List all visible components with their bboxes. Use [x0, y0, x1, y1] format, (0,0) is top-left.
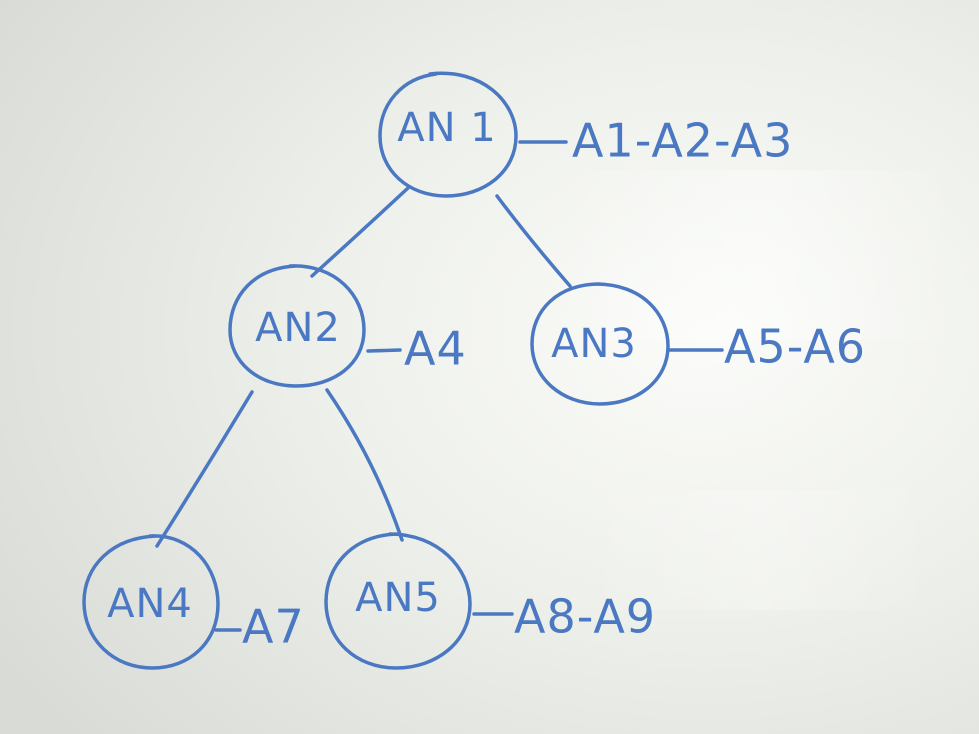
- node-an1: AN 1: [378, 71, 518, 198]
- node-an2-label: AN2: [255, 305, 341, 351]
- edge-an1-an3: [495, 194, 572, 288]
- node-an1-circle: [378, 71, 518, 198]
- chain-an1: A1-A2-A3: [572, 114, 793, 168]
- node-an3-label: AN3: [551, 321, 637, 367]
- node-an5: AN5: [324, 532, 472, 670]
- node-an5-circle: [324, 532, 472, 670]
- node-an3-circle: [530, 282, 670, 406]
- node-an4: AN4: [82, 534, 220, 670]
- window-reflection-lower: [580, 490, 940, 610]
- chain-an3: A5-A6: [724, 320, 866, 374]
- window-reflection: [560, 170, 960, 340]
- node-an1-label: AN 1: [397, 105, 496, 151]
- node-an4-circle: [82, 534, 220, 670]
- chain-connector-an2: [366, 348, 402, 353]
- chain-an5: A8-A9: [514, 590, 656, 644]
- edge-an2-an5: [325, 388, 404, 542]
- node-an3: AN3: [530, 282, 670, 406]
- node-an2-circle: [228, 264, 366, 388]
- chain-an2: A4: [404, 322, 467, 376]
- node-an2: AN2: [228, 264, 366, 388]
- edge-an2-an4: [155, 390, 254, 548]
- edge-an1-an2: [310, 186, 410, 278]
- node-an5-label: AN5: [355, 575, 441, 621]
- node-an4-label: AN4: [107, 581, 193, 627]
- chain-an4: A7: [242, 600, 305, 654]
